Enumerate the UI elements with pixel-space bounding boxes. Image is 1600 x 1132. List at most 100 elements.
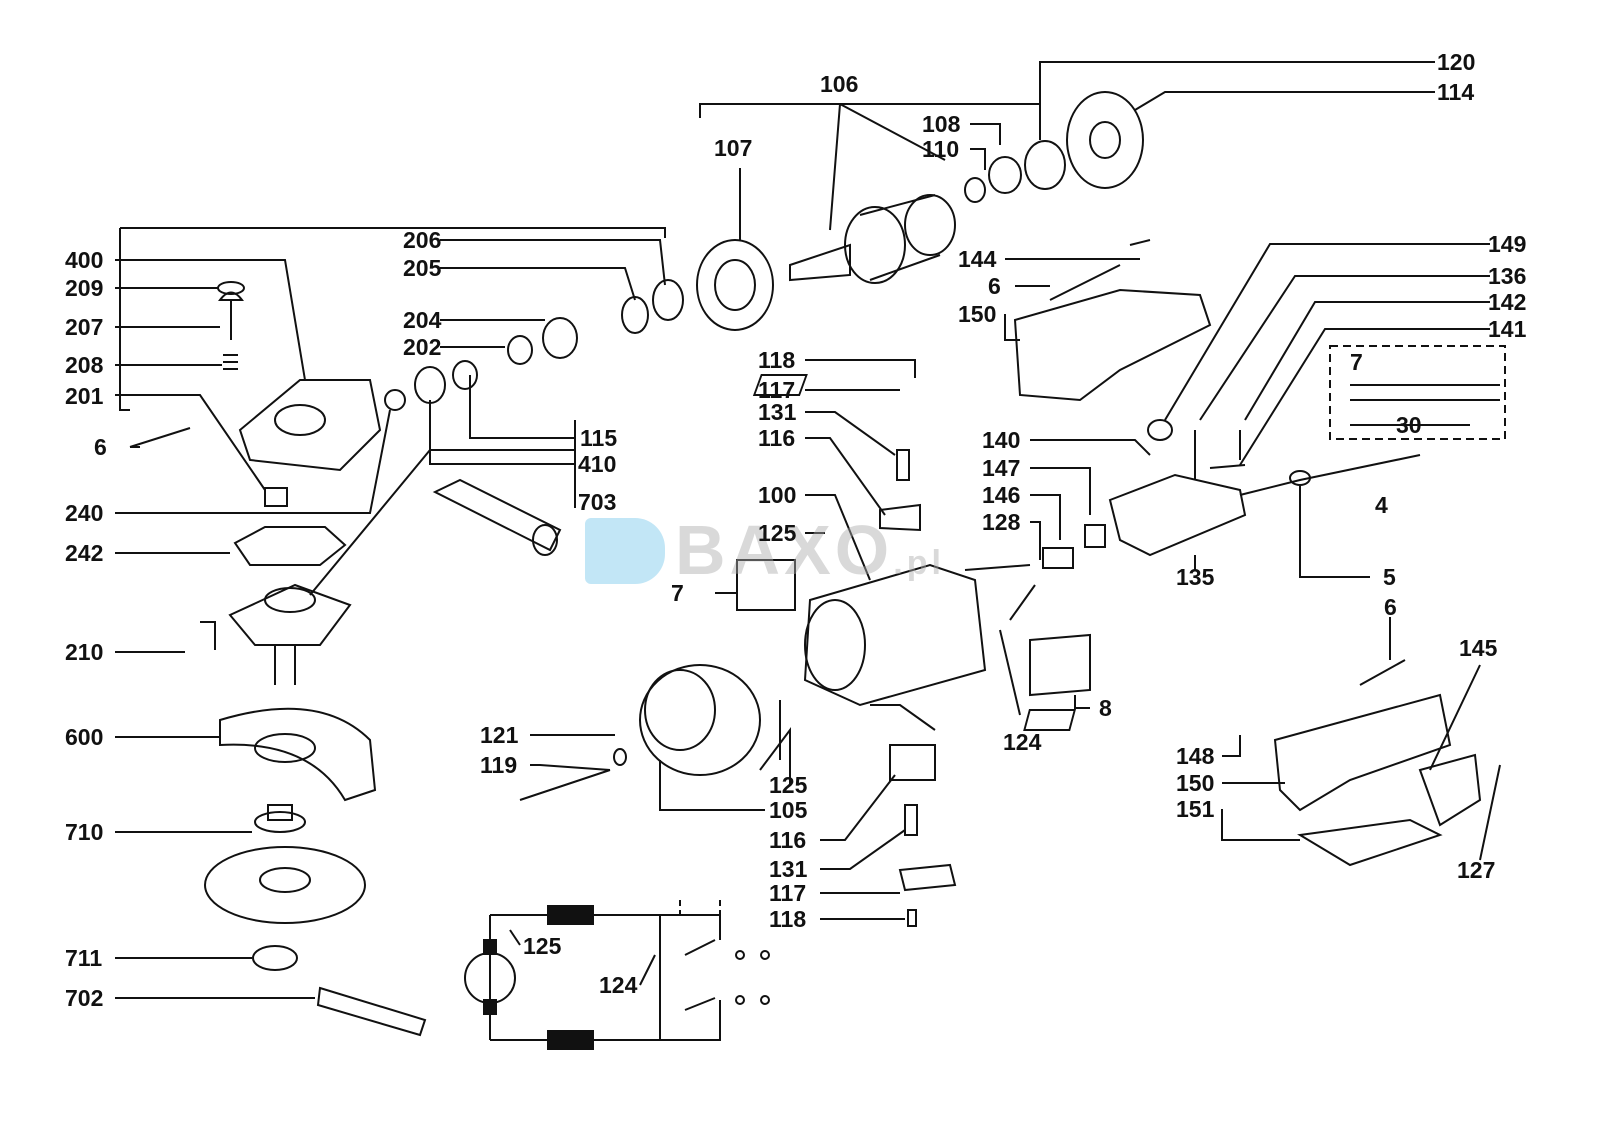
armature-part [789,194,956,284]
gear-flange-210 [228,583,352,685]
part-label: 150 [1176,770,1215,796]
part-label: 202 [403,334,442,360]
part-label: 6 [94,434,107,460]
part-label: 30 [1396,412,1422,438]
part-label: 128 [982,509,1021,535]
part-label: 5 [1383,564,1396,590]
part-label: 117 [769,880,807,906]
part-148 [1023,709,1077,731]
gear-housing-part [238,379,382,472]
part-label: 201 [65,383,104,409]
part-label: 114 [1437,79,1475,105]
part-label: 131 [769,856,808,882]
part-label: 108 [922,111,961,137]
plate-151 [1297,818,1443,867]
part-label: 110 [922,136,960,162]
part-label: 710 [65,819,104,845]
part-label: 400 [65,247,104,273]
part-label: 600 [65,724,104,750]
label-8 [1029,633,1091,697]
bracket-106 [699,103,1041,118]
part-label: 127 [1457,857,1496,883]
part-label: 141 [1488,316,1527,342]
part-label: 702 [65,985,104,1011]
handle-part [1273,693,1452,812]
part-label: 8 [1099,695,1112,721]
part-label: 124 [599,972,638,998]
watermark-suffix: .pl [893,544,945,582]
part-label: 120 [1437,49,1476,75]
part-147 [1084,524,1106,548]
part-label: 205 [403,255,442,281]
part-label: 206 [403,227,442,253]
part-label: 118 [769,906,807,932]
gasket-242 [233,526,347,566]
bearings-108-110 [964,140,1066,203]
part-label: 144 [958,246,997,272]
part-label: 6 [1384,594,1397,620]
watermark-brand: BAXO [675,511,894,589]
part-label: 7 [671,580,684,606]
part-label: 147 [982,455,1021,481]
part-label: 711 [65,945,103,971]
part-label: 121 [480,722,519,748]
watermark-logo [585,518,665,584]
part-label: 6 [988,273,1001,299]
bracket-400 [120,227,666,238]
part-label: 149 [1488,231,1527,257]
part-label: 7 [1350,349,1363,375]
part-label: 240 [65,500,104,526]
brush-131 [896,449,910,481]
motor-housing-100 [803,563,987,707]
part-label: 116 [769,827,807,853]
housing-114 [1066,91,1144,189]
part-label: 115 [580,425,618,451]
rear-housing-150 [1013,288,1212,402]
part-label: 117 [758,377,796,403]
switch-146 [1042,547,1074,569]
wrench-702 [316,986,427,1037]
watermark: BAXO.pl [565,510,945,590]
part-label: 125 [758,520,797,546]
part-label: 118 [758,347,796,373]
circuit-schematic [464,900,770,1050]
leader-106 [829,103,946,231]
side-handle-703 [432,478,562,556]
part-label: 242 [65,540,104,566]
part-label: 210 [65,639,104,665]
part-label: 100 [758,482,797,508]
part-label: 703 [578,489,617,515]
part-label: 140 [982,427,1021,453]
fan-107 [696,239,774,331]
part-label: 151 [1176,796,1215,822]
cable-detail-box [1329,345,1506,440]
part-label: 208 [65,352,104,378]
part-label: 4 [1375,492,1388,518]
part-label: 116 [758,425,796,451]
part-label: 105 [769,797,808,823]
part-label: 106 [820,71,859,97]
brush-cap-117 [752,374,808,396]
flange-710 [254,804,306,833]
part-label: 410 [578,451,617,477]
cable-4 [1239,454,1421,496]
part-label: 125 [523,933,562,959]
part-label: 148 [1176,743,1215,769]
guard-600 [219,707,377,802]
bracket-127 [1418,753,1482,827]
part-label: 209 [65,275,104,301]
stator-105 [639,664,761,776]
part-label: 124 [1003,729,1042,755]
part-label: 207 [65,314,104,340]
switch-housing-135 [1108,473,1247,557]
part-label: 135 [1176,564,1215,590]
part-label: 131 [758,399,797,425]
part-label: 125 [769,772,808,798]
part-label: 142 [1488,289,1527,315]
part-label: 145 [1459,635,1498,661]
part-label: 119 [480,752,518,778]
part-label: 204 [403,307,442,333]
disc-part [204,846,366,924]
